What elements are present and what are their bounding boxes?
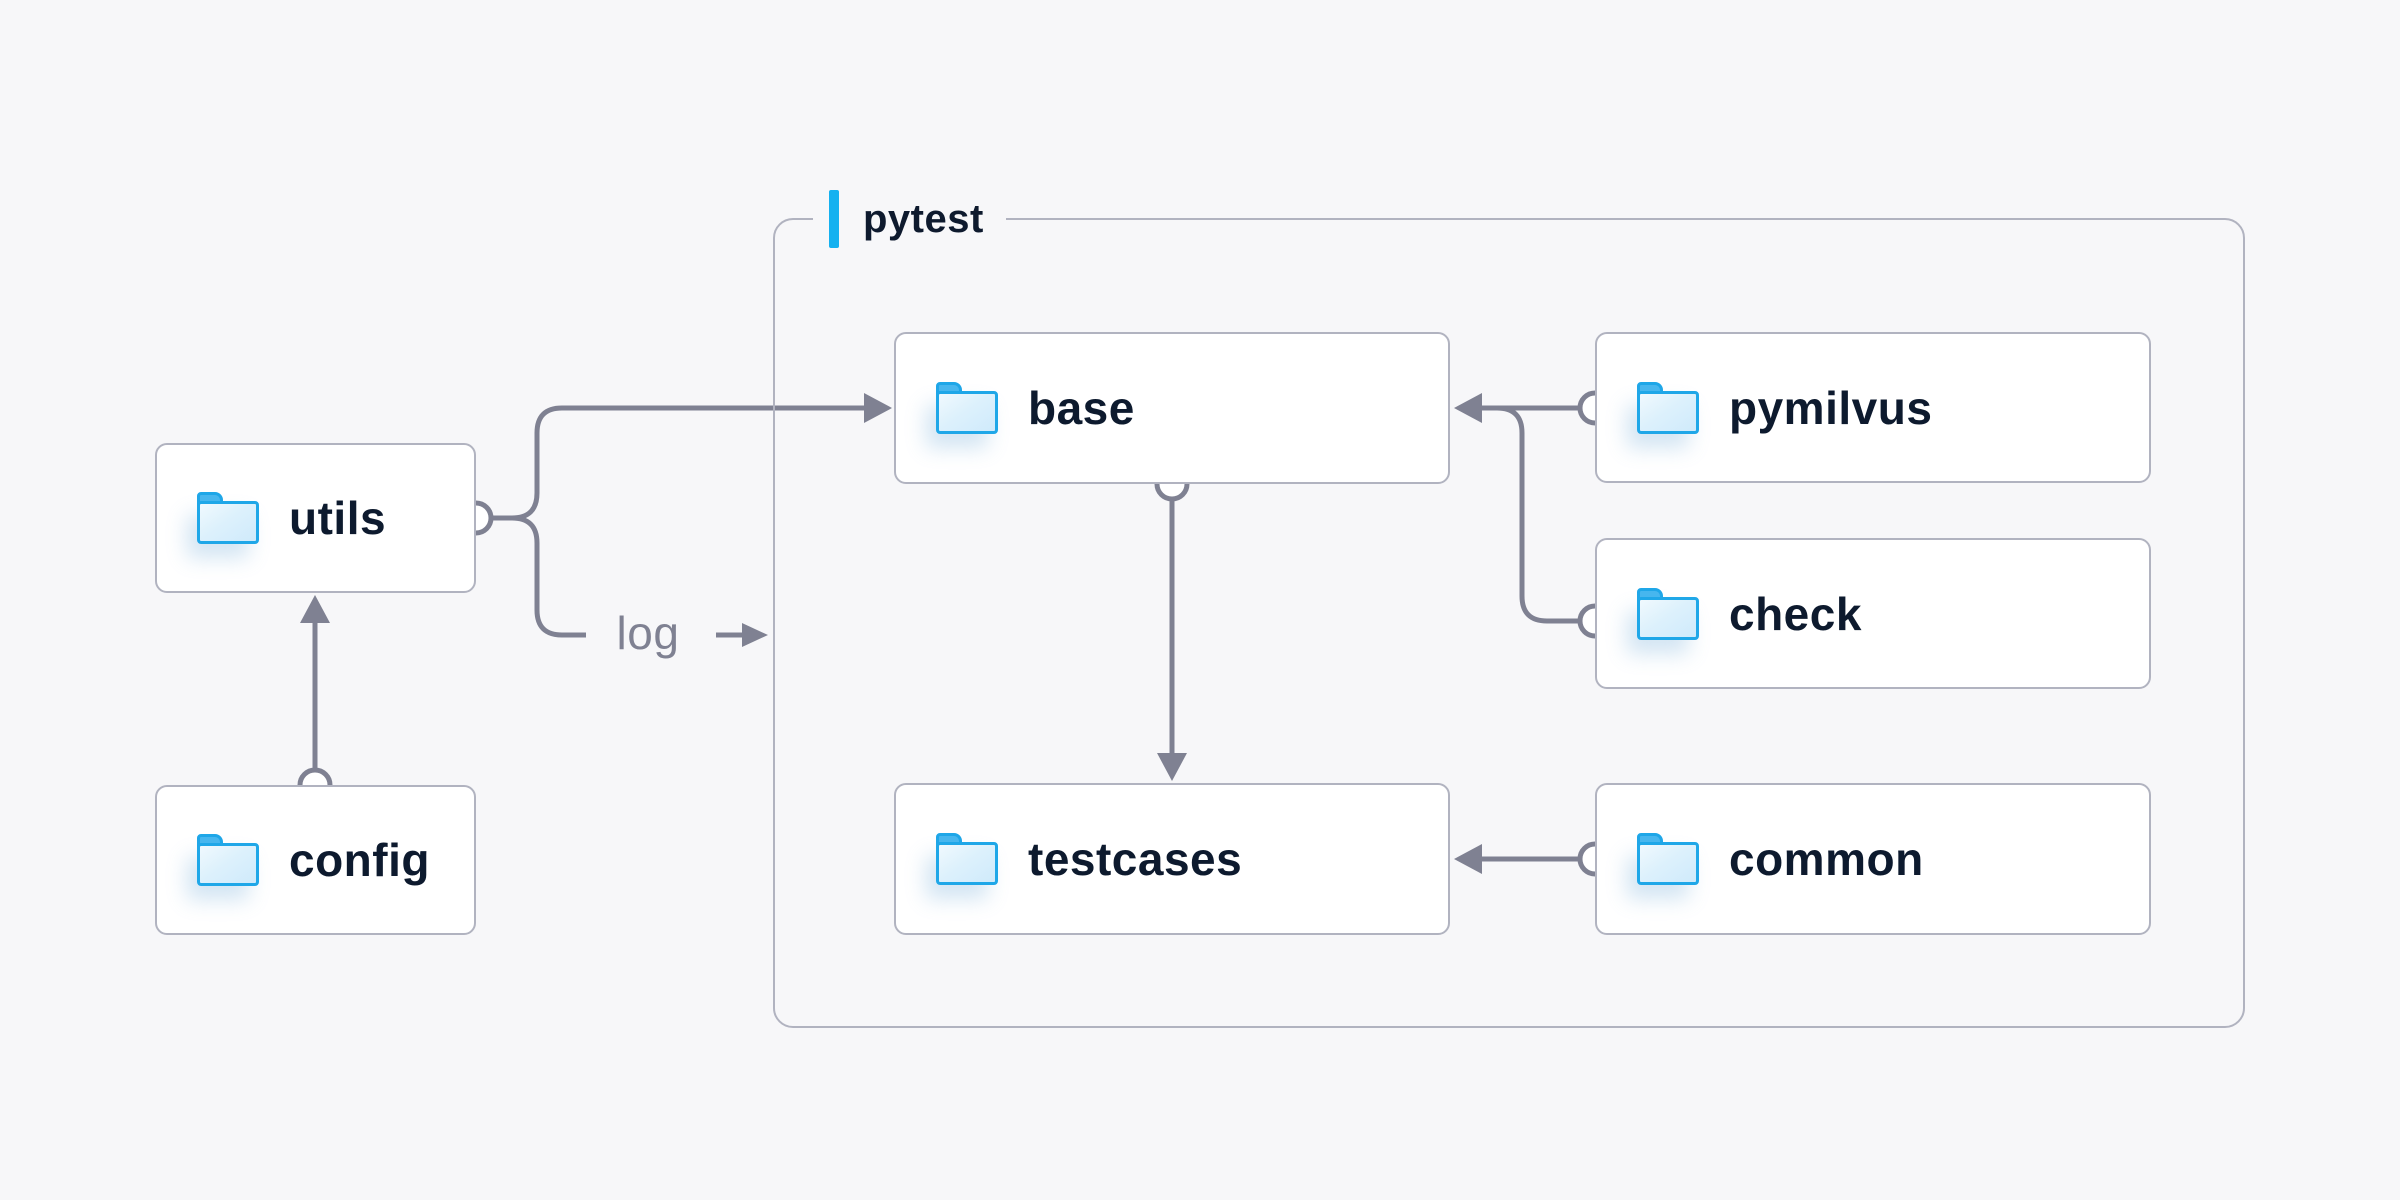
edge-pymilvus-base-arrowhead (1454, 393, 1482, 423)
edge-common-testcases-arrowhead (1454, 844, 1482, 874)
folder-icon (936, 382, 998, 434)
edge-base-testcases-arrowhead (1157, 753, 1187, 781)
node-config: config (155, 785, 476, 935)
node-base-label: base (1028, 382, 1135, 434)
folder-icon (197, 834, 259, 886)
edge-log-arrowhead (742, 623, 768, 647)
folder-icon (197, 492, 259, 544)
edge-utils-base-arrowhead (864, 393, 892, 423)
node-utils-label: utils (289, 492, 387, 544)
edge-utils-base-line (490, 405, 868, 521)
node-base: base (894, 332, 1450, 484)
node-pymilvus: pymilvus (1595, 332, 2151, 483)
node-check-label: check (1729, 587, 1862, 640)
edge-label-log: log (616, 607, 680, 659)
edge-utils-log-line (490, 515, 586, 638)
edge-check-base-line (1490, 405, 1581, 624)
node-common: common (1595, 783, 2151, 935)
node-common-label: common (1729, 833, 1924, 885)
node-check: check (1595, 538, 2151, 689)
node-testcases-label: testcases (1028, 833, 1243, 885)
accent-bar (829, 190, 839, 248)
folder-icon (1637, 833, 1699, 885)
pytest-container: pytest (773, 187, 2245, 1028)
node-utils: utils (155, 443, 476, 593)
pytest-container-label: pytest (813, 187, 1006, 251)
folder-icon (936, 833, 998, 885)
node-config-label: config (289, 834, 430, 886)
node-pymilvus-label: pymilvus (1729, 381, 1933, 434)
node-testcases: testcases (894, 783, 1450, 935)
edge-config-utils-arrowhead (300, 595, 330, 623)
pytest-container-title: pytest (863, 196, 984, 241)
folder-icon (1637, 381, 1699, 434)
folder-icon (1637, 587, 1699, 640)
